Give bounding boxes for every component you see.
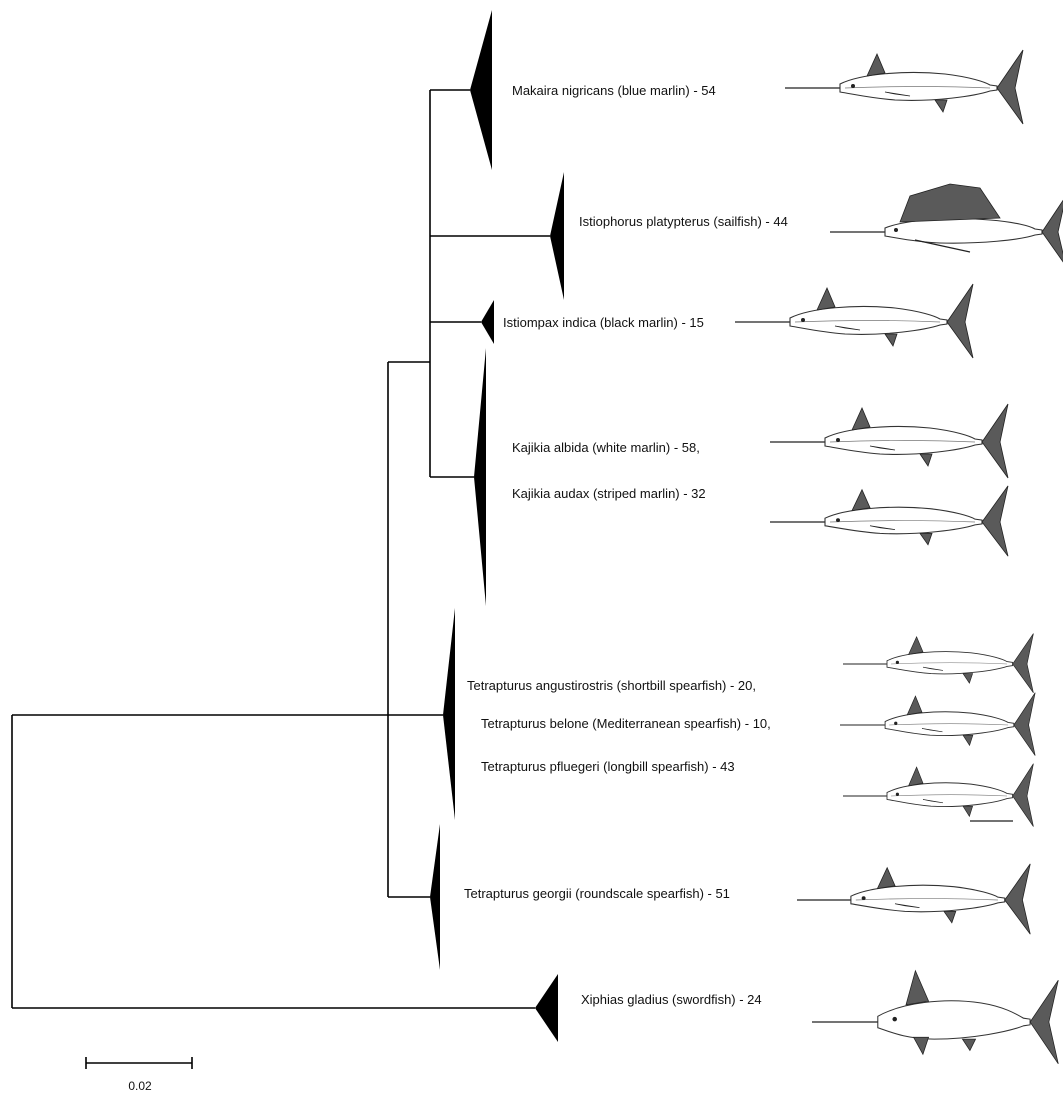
clade-triangle-istiompax: [481, 300, 494, 344]
white-marlin-illustration: [770, 404, 1008, 478]
sailfish-illustration: [830, 184, 1063, 266]
clade-triangle-tetrapturus: [443, 608, 455, 820]
taxon-label-makaira: Makaira nigricans (blue marlin) - 54: [512, 83, 716, 98]
scale-bar: 0.02: [86, 1057, 192, 1093]
taxon-labels: Makaira nigricans (blue marlin) - 54 Ist…: [464, 83, 788, 1007]
clade-triangle-makaira: [470, 10, 492, 170]
clade-triangle-xiphias: [535, 974, 558, 1042]
roundscale-spearfish-illustration: [797, 864, 1030, 934]
tree-branches: [12, 90, 550, 1008]
clade-triangle-istiophorus: [550, 172, 564, 300]
mediterranean-spearfish-illustration: [840, 693, 1035, 756]
taxon-label-tetrapturus-georgii: Tetrapturus georgii (roundscale spearfis…: [464, 886, 730, 901]
taxon-label-kajikia-audax: Kajikia audax (striped marlin) - 32: [512, 486, 706, 501]
shortbill-spearfish-illustration: [843, 634, 1033, 693]
taxon-label-kajikia-albida: Kajikia albida (white marlin) - 58,: [512, 440, 700, 455]
taxon-label-istiophorus: Istiophorus platypterus (sailfish) - 44: [579, 214, 788, 229]
black-marlin-illustration: [735, 284, 973, 358]
scale-bar-line: [86, 1057, 192, 1069]
striped-marlin-illustration: [770, 486, 1008, 556]
scale-bar-label: 0.02: [128, 1079, 152, 1093]
blue-marlin-illustration: [785, 50, 1023, 124]
taxon-label-tetrapturus-angustirostris: Tetrapturus angustirostris (shortbill sp…: [467, 678, 756, 693]
taxon-label-tetrapturus-belone: Tetrapturus belone (Mediterranean spearf…: [481, 716, 771, 731]
clade-triangle-georgii: [430, 824, 440, 970]
clade-triangle-kajikia: [474, 348, 486, 606]
longbill-spearfish-illustration: [843, 764, 1033, 827]
taxon-label-tetrapturus-pfluegeri: Tetrapturus pfluegeri (longbill spearfis…: [481, 759, 735, 774]
fish-illustrations: [735, 50, 1063, 1064]
swordfish-illustration: [812, 971, 1058, 1064]
taxon-label-istiompax: Istiompax indica (black marlin) - 15: [503, 315, 704, 330]
taxon-label-xiphias: Xiphias gladius (swordfish) - 24: [581, 992, 762, 1007]
